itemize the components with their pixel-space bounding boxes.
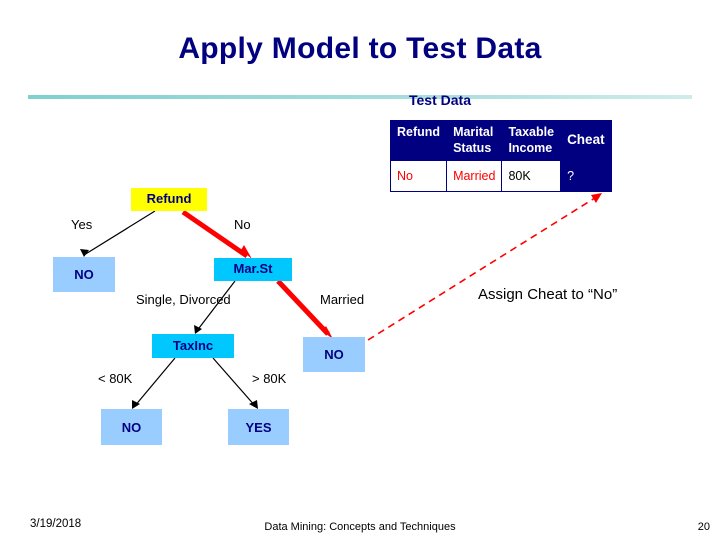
assign-cheat-annotation: Assign Cheat to “No” [478, 286, 618, 303]
tree-node-refund: Refund [131, 188, 207, 211]
cell-cheat: ? [560, 160, 612, 193]
cell-taxable-income: 80K [501, 160, 562, 193]
header-marital-line2: Status [453, 140, 492, 155]
tree-leaf-no-3: NO [101, 409, 162, 445]
test-data-label: Test Data [409, 92, 471, 108]
table-header-marital-status: Marital Status [446, 119, 503, 162]
table-header-row: Refund Marital Status Taxable Income Che… [389, 119, 612, 162]
table-header-cheat: Cheat [560, 119, 612, 162]
table-row: No Married 80K ? [389, 160, 612, 193]
tree-leaf-no-2: NO [303, 337, 365, 372]
header-marital-line1: Marital [453, 125, 494, 139]
header-taxable-line2: Income [508, 140, 553, 155]
footer-page-number: 20 [697, 521, 710, 533]
header-taxable-line1: Taxable [508, 125, 555, 139]
tree-leaf-yes: YES [228, 409, 289, 445]
edge-label-no: No [234, 217, 251, 232]
page-title: Apply Model to Test Data [178, 32, 542, 65]
edge-label-less-than-80k: < 80K [98, 371, 133, 386]
title-divider [28, 95, 692, 99]
header-refund-text: Refund [397, 125, 441, 139]
cell-marital-status: Married [446, 160, 503, 193]
footer-date: 3/19/2018 [30, 518, 82, 530]
table-header-taxable-income: Taxable Income [501, 119, 562, 162]
edge-label-married: Married [320, 292, 365, 307]
edge-label-single-divorced: Single, Divorced [136, 292, 231, 307]
tree-node-taxinc: TaxInc [152, 334, 234, 358]
table-header-refund: Refund [389, 119, 448, 162]
tree-leaf-no-1: NO [53, 257, 115, 292]
edge-label-greater-than-80k: > 80K [252, 371, 287, 386]
test-data-table: Refund Marital Status Taxable Income Che… [389, 119, 612, 193]
tree-node-marst: Mar.St [214, 258, 292, 281]
edge-label-yes: Yes [71, 217, 93, 232]
cell-refund: No [389, 160, 448, 193]
footer-center-text: Data Mining: Concepts and Techniques [264, 521, 456, 533]
